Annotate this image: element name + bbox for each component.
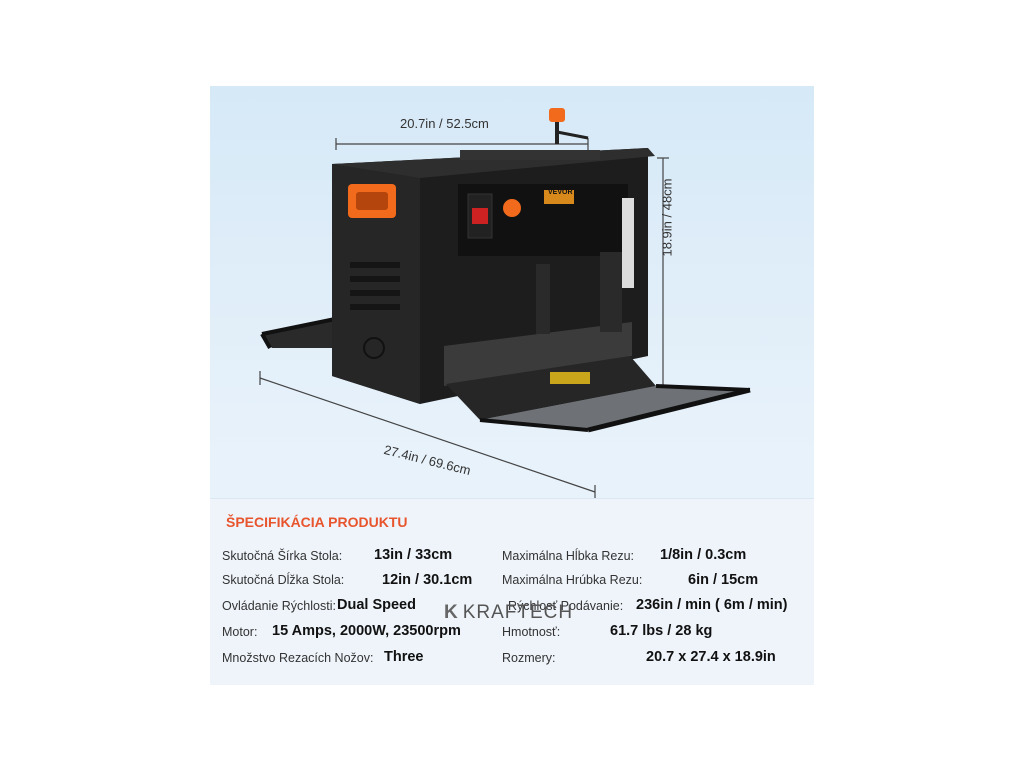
depth-adjust-crank — [549, 108, 589, 144]
spec-value: 12in / 30.1cm — [382, 572, 473, 588]
spec-value: 236in / min ( 6m / min) — [636, 597, 788, 613]
spec-value: 6in / 15cm — [688, 572, 759, 588]
thickness-planer-illustration: VEVOR — [259, 108, 751, 498]
outfeed-table — [446, 356, 751, 433]
spec-value: Dual Speed — [337, 597, 416, 613]
spec-label: Skutočná Dĺžka Stola: — [222, 573, 345, 587]
spec-value: Three — [384, 649, 424, 665]
spec-label: Ovládanie Rýchlosti: — [222, 599, 336, 613]
width-dimension-label: 20.7in / 52.5cm — [400, 116, 489, 131]
spec-title: ŠPECIFIKÁCIA PRODUKTU — [226, 514, 408, 530]
spec-label: Rýchlosť Podávanie: — [508, 599, 624, 613]
spec-card — [210, 498, 814, 685]
machine-brand-logo: VEVOR — [548, 189, 573, 196]
product-image-panel: VEVOR 20.7in / 52.5cm 27.4in / 69.6cm 18… — [210, 86, 814, 685]
orange-carry-handle — [348, 184, 396, 218]
spec-value: 61.7 lbs / 28 kg — [610, 623, 713, 639]
speed-knob — [503, 199, 521, 217]
planer-body — [332, 148, 655, 404]
kraftech-logo-icon: K — [444, 602, 459, 623]
spec-label: Množstvo Rezacích Nožov: — [222, 651, 374, 665]
spec-value: 15 Amps, 2000W, 23500rpm — [272, 623, 461, 639]
spec-label: Rozmery: — [502, 651, 556, 665]
infeed-table — [260, 316, 341, 349]
height-dimension-label: 18.9in / 48cm — [659, 178, 675, 257]
spec-value: 13in / 33cm — [374, 547, 453, 563]
spec-value: 1/8in / 0.3cm — [660, 547, 747, 563]
spec-label: Motor: — [222, 625, 258, 639]
spec-value: 20.7 x 27.4 x 18.9in — [646, 649, 776, 665]
spec-label: Hmotnosť: — [502, 625, 561, 639]
spec-label: Maximálna Hĺbka Rezu: — [502, 549, 634, 563]
spec-label: Maximálna Hrúbka Rezu: — [502, 573, 643, 587]
spec-label: Skutočná Šírka Stola: — [222, 549, 343, 563]
